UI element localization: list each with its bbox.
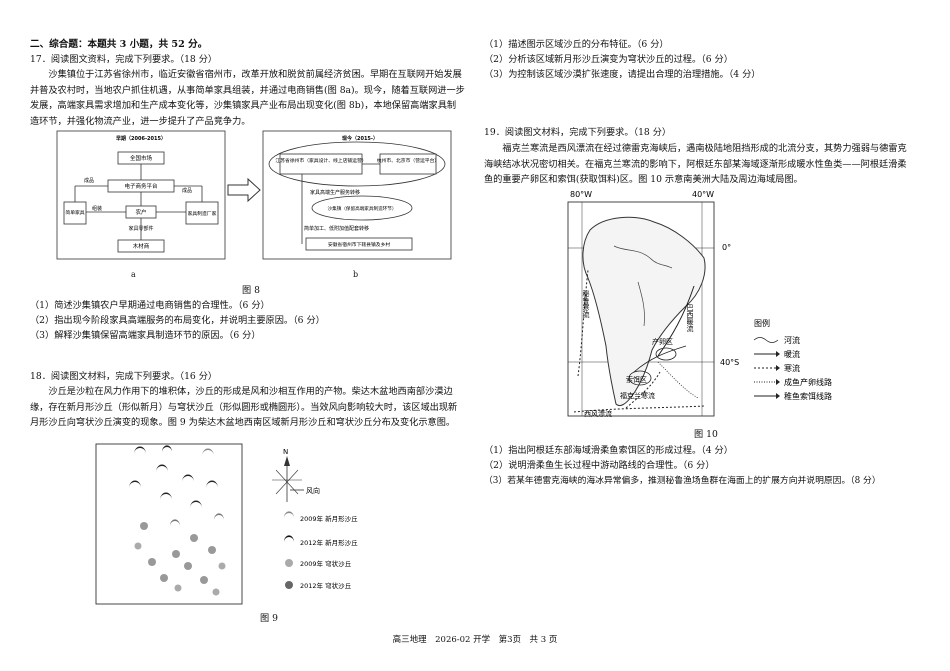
q18-sub2: （2）分析该区域新月形沙丘演变为穹状沙丘的过程。（6 分） — [484, 54, 733, 65]
fig8b-service: 家具高端生产服务转移 — [310, 189, 360, 196]
fig9-legend-1: 2009年 新月形沙丘 — [300, 514, 358, 523]
legend-2012-crescent-icon — [284, 535, 294, 542]
fig8a-period: 早期（2006-2015） — [116, 135, 166, 142]
fig8b-hangzhou: 杭州市、北京市（营运平台） — [377, 157, 439, 164]
fig8b-shaji: 沙集镇（保留高端家具制造环节） — [328, 205, 397, 212]
map-westwind-drift: 西风漂流 — [584, 409, 612, 418]
fig10-legend-3: 寒流 — [784, 363, 800, 373]
north-label: N — [283, 448, 288, 456]
feed-route-path — [633, 345, 687, 373]
fig10-legend-5: 稚鱼索饵线路 — [784, 391, 832, 401]
map-feed-area: 索饵区 — [626, 375, 647, 384]
fig8-transition-arrow — [227, 178, 261, 202]
fig8a-finished2: 成品 — [182, 187, 192, 194]
fig10-legend-1: 河流 — [784, 335, 800, 345]
fig9-legend-3: 2009年 穹状沙丘 — [300, 559, 352, 568]
q19-sub2: （2）说明滑柔鱼生长过程中游动路线的合理性。（6 分） — [484, 460, 715, 471]
fig8b-label: b — [353, 270, 359, 279]
legend-2009-dome-icon — [285, 559, 293, 567]
map-falkland-current: 福克兰寒流 — [620, 391, 655, 400]
westwind-drift-path — [573, 405, 705, 413]
fig10-legend: 图例 河流 暖流 寒流 成鱼产卵线路 稚鱼索饵线路 — [753, 318, 832, 401]
map-brazil-current: 巴西暖流 — [686, 304, 694, 333]
fig8b-xuzhou: 江苏省徐州市（家具设计、线上店铺运营） — [275, 157, 366, 164]
map-lat-0: 0° — [722, 243, 731, 252]
fig8a-simple: 简单家具 — [65, 209, 84, 216]
map-peru-current: 秘鲁寒流 — [582, 289, 590, 319]
q19-header: 19．阅读图文材料，完成下列要求。（18 分） — [484, 127, 672, 138]
map-lat-40s: 40°S — [720, 358, 739, 367]
fig8a-wood: 木材商 — [133, 242, 150, 250]
fig8b-simple-move: 简单加工、低附加值配套转移 — [304, 225, 369, 232]
q18-sub1: （1）描述图示区域沙丘的分布特征。（6 分） — [484, 39, 669, 50]
compass-icon: N 风向 — [272, 448, 320, 502]
fig8a-platform: 电子商务平台 — [124, 182, 158, 190]
q17-header: 17．阅读图文资料，完成下列要求。（18 分） — [30, 54, 218, 65]
fig8-caption: 图 8 — [242, 285, 260, 296]
fig10-legend-title: 图例 — [754, 318, 770, 328]
q17-sub2: （2）指出现今阶段家具高端服务的布局变化，并说明主要原因。（6 分） — [30, 315, 325, 326]
fig9-legend: 2009年 新月形沙丘 2012年 新月形沙丘 2009年 穹状沙丘 2012年… — [284, 511, 358, 590]
fig8a-maker: 家具制造厂家 — [188, 210, 217, 217]
fig8a-label: a — [131, 270, 136, 279]
q18-paragraph: 沙丘是沙粒在风力作用下的堆积体，沙丘的形成是风和沙相互作用的产物。柴达木盆地西南… — [30, 386, 458, 428]
legend-2009-crescent-icon — [284, 511, 294, 518]
q17-sub3: （3）解释沙集镇保留高端家具制造环节的原因。（6 分） — [30, 330, 261, 341]
spawn-route-path — [657, 361, 699, 399]
section-title: 二、综合题：本题共 3 小题，共 52 分。 — [30, 39, 208, 50]
fig8b-period: 现今（2015-） — [342, 135, 378, 142]
q19-sub3: （3）若某年德雷克海峡的海冰异常偏多，推测秘鲁渔场鱼群在海面上的扩展方向并说明原… — [484, 476, 881, 486]
q19-paragraph: 福克兰寒流是西风漂流在经过德雷克海峡后，遇南极陆地阻挡形成的北流分支，其势力强弱… — [484, 143, 907, 185]
dune-cluster — [129, 445, 226, 596]
legend-river-icon — [753, 337, 779, 343]
q18-header: 18．阅读图文材料，完成下列要求。（16 分） — [30, 371, 218, 382]
q17-paragraph: 沙集镇位于江苏省徐州市，临近安徽省宿州市，改革开放和脱贫前属经济贫困。早期在互联… — [30, 69, 465, 127]
q19-sub1: （1）指出阿根廷东部海域滑柔鱼索饵区的形成过程。（4 分） — [484, 445, 733, 456]
fig8b-anhui: 安徽省宿州市下辖县镇及乡村 — [328, 241, 391, 248]
fig10-legend-2: 暖流 — [784, 349, 800, 359]
figure-9: N 风向 2009年 新月形沙丘 2012年 新月形沙丘 2009年 穹状沙丘 … — [95, 443, 358, 605]
falkland-current-path — [625, 371, 661, 409]
q17-sub1: （1）简述沙集镇农户早期通过电商销售的合理性。（6 分） — [30, 300, 270, 311]
figure-8b: 现今（2015-） 江苏省徐州市（家具设计、线上店铺运营） 杭州市、北京市（营运… — [262, 130, 452, 260]
map-lon-80w: 80°W — [570, 190, 592, 199]
legend-2012-dome-icon — [285, 581, 293, 589]
river-icon — [613, 245, 673, 269]
q18-sub3: （3）为控制该区域沙漠扩张速度，请提出合理的治理措施。（4 分） — [484, 69, 761, 80]
page-footer: 高三地理 2026-02 开学 第3页 共 3 页 — [392, 635, 558, 645]
fig8a-finished1: 成品 — [84, 177, 94, 184]
dune-2009-crescent — [134, 446, 146, 454]
fig8a-market: 全国市场 — [130, 154, 153, 162]
fig10-caption: 图 10 — [694, 429, 718, 440]
map-lon-40w: 40°W — [692, 190, 714, 199]
fig9-legend-2: 2012年 新月形沙丘 — [300, 538, 358, 547]
fig8a-farmer: 农户 — [135, 208, 146, 216]
wind-label: 风向 — [306, 486, 320, 495]
figure-10: 80°W 40°W 0° 40°S 秘鲁寒流 巴西暖流 产卵区 索饵区 福克兰寒… — [567, 190, 832, 418]
map-spawn-area: 产卵区 — [652, 337, 673, 346]
fig8a-assemble: 组装 — [92, 205, 102, 212]
fig9-caption: 图 9 — [260, 613, 278, 624]
figure-8a: 早期（2006-2015） 全国市场 电子商务平台 成品 简单家具 组装 农户 … — [56, 130, 226, 260]
fig9-legend-4: 2012年 穹状沙丘 — [300, 581, 352, 590]
fig10-legend-4: 成鱼产卵线路 — [784, 377, 832, 387]
brazil-current-path — [657, 285, 695, 357]
